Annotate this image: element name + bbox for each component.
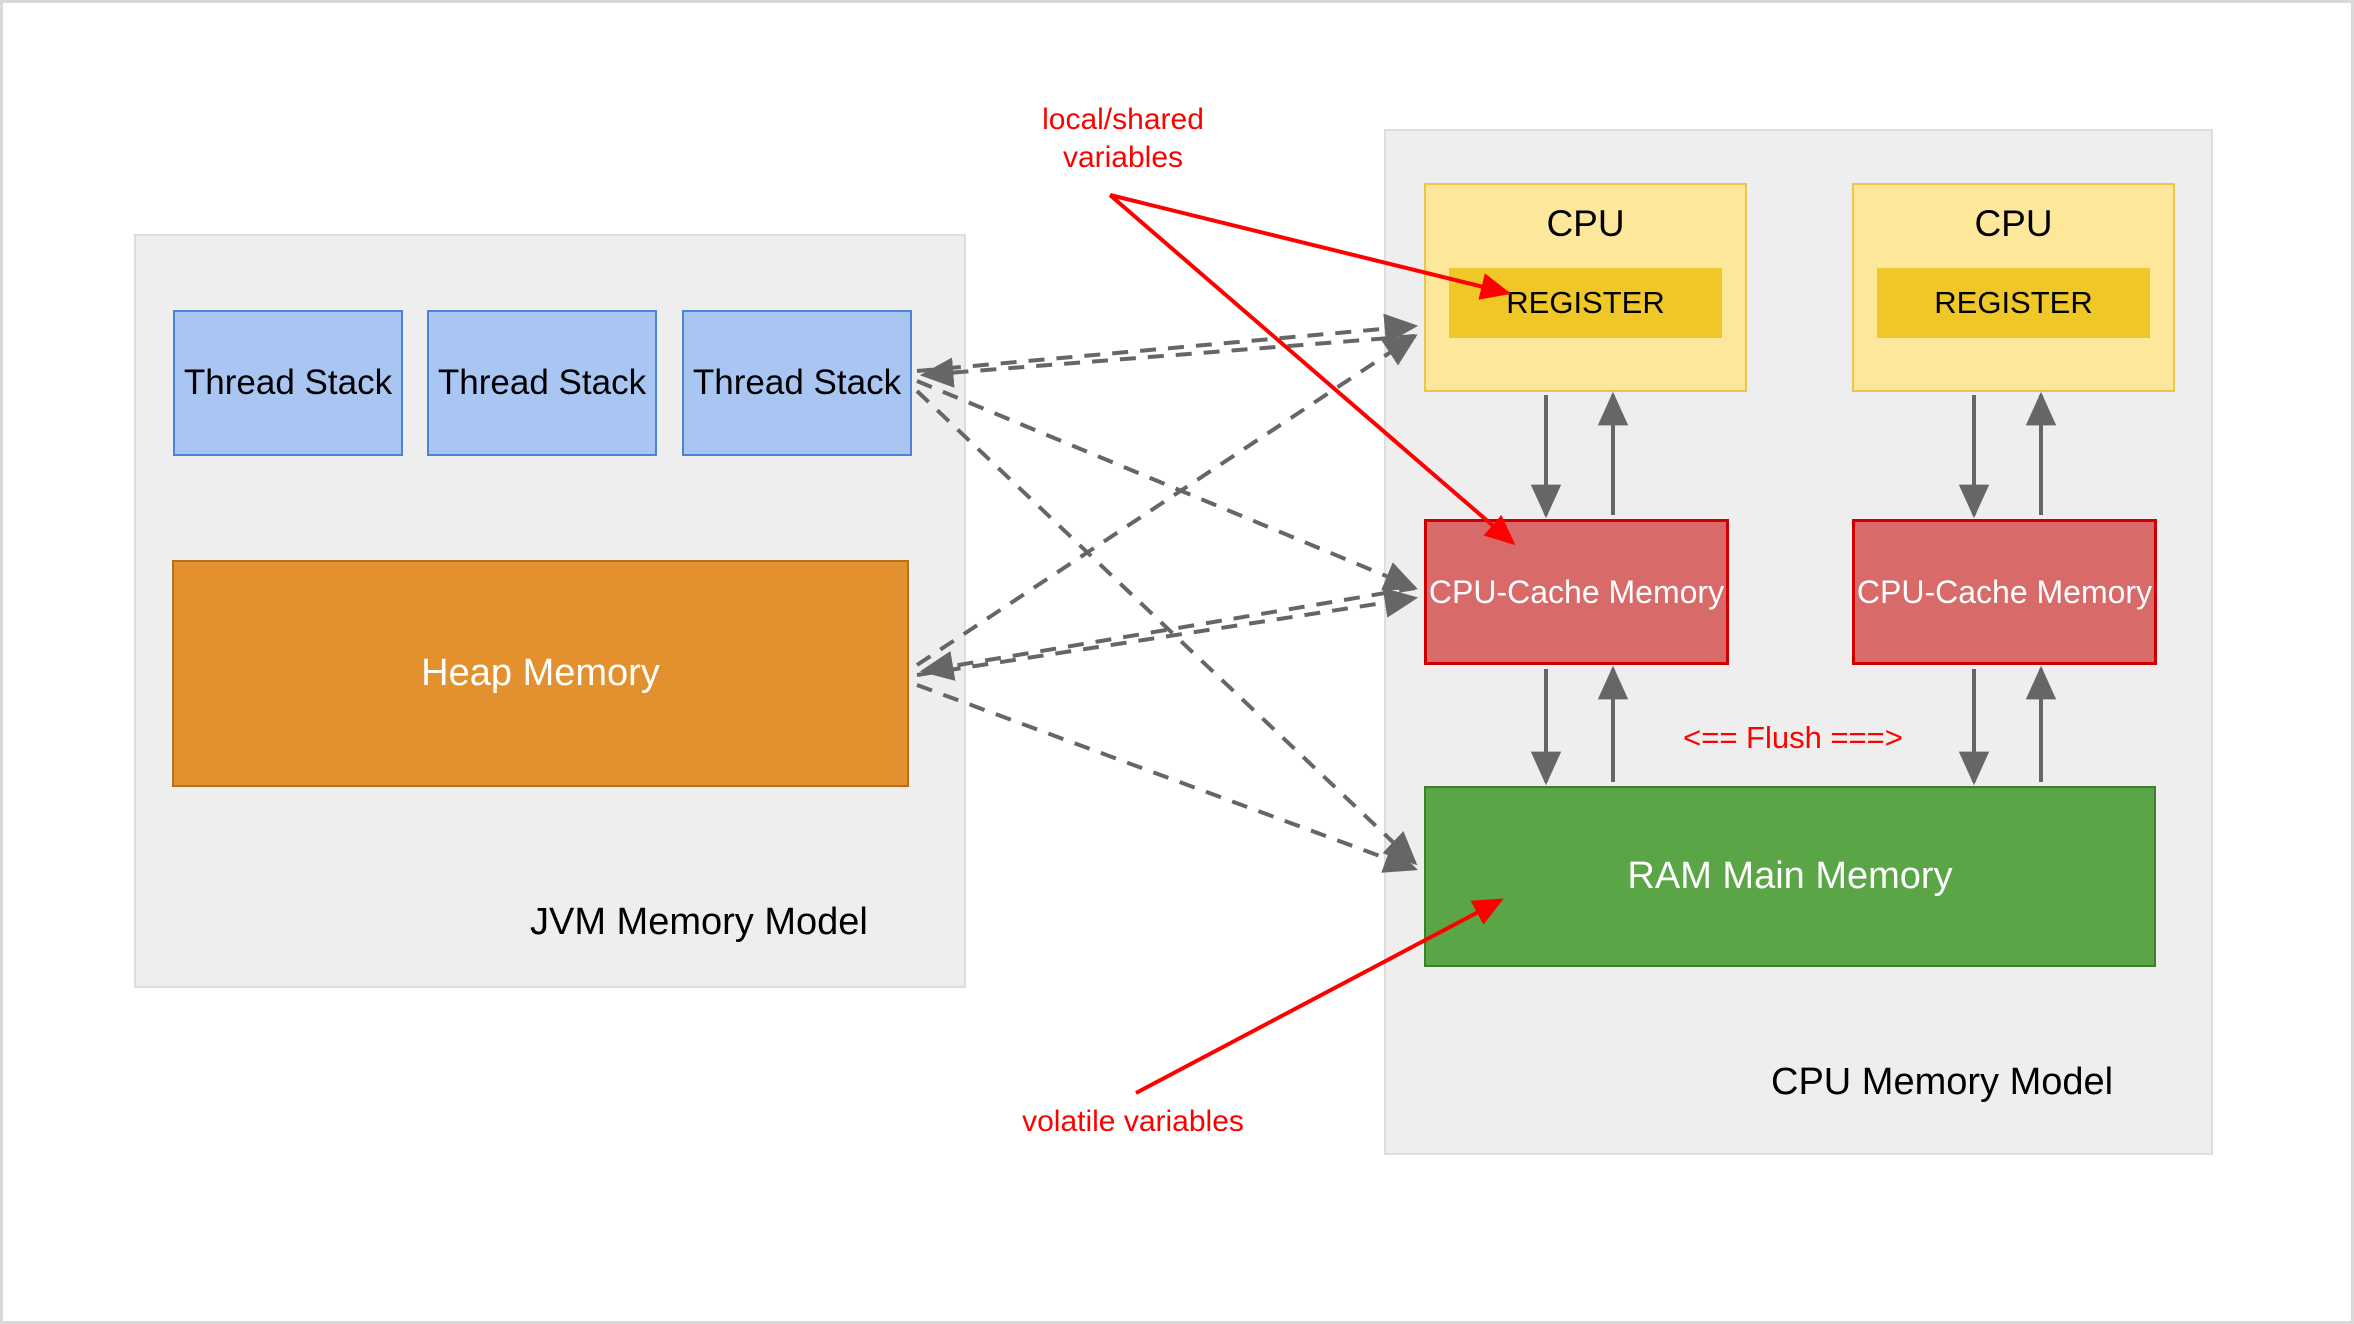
volatile-variables-annotation: volatile variables [1022,1105,1244,1138]
cpu-label: CPU [1546,203,1625,244]
heap-memory-box: Heap Memory [172,560,909,787]
cpu-label: CPU [1974,203,2053,244]
dashed-arrow-threadstack-to-register [916,313,1419,373]
ram-main-memory-box: RAM Main Memory [1424,786,2156,967]
jvm-memory-model-title: JVM Memory Model [530,901,868,943]
cpu-cache-memory-box: CPU-Cache Memory [1424,519,1729,665]
dashed-arrow-cache-to-heap [919,586,1416,681]
dashed-arrow-heap-to-register [915,334,1418,667]
thread-stack-box: Thread Stack [427,310,657,456]
flush-annotation: <== Flush ===> [1683,720,1903,755]
dashed-arrow-threadstack-to-ram [915,389,1418,866]
register-box: REGISTER [1449,268,1722,338]
cpu-box: CPU REGISTER [1852,183,2175,392]
cpu-box: CPU REGISTER [1424,183,1747,392]
dashed-arrow-register-to-threadstack [919,334,1416,388]
local-shared-variables-annotation: local/shared variables [1042,103,1204,174]
jvm-to-cpu-dashed-connectors [915,313,1419,873]
thread-stack-box: Thread Stack [173,310,403,456]
dashed-arrow-heap-to-ram [916,683,1419,873]
thread-stack-box: Thread Stack [682,310,912,456]
register-box: REGISTER [1877,268,2150,338]
dashed-arrow-heap-to-cache [916,587,1419,677]
cpu-memory-model-title: CPU Memory Model [1771,1061,2114,1103]
dashed-arrow-threadstack-to-cache [916,379,1418,591]
cpu-cache-memory-box: CPU-Cache Memory [1852,519,2157,665]
